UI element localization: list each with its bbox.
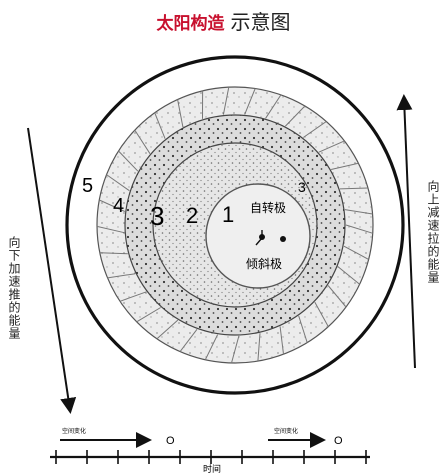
- layer-1-label: 1: [222, 202, 234, 227]
- title-main: 太阳构造: [156, 14, 225, 34]
- tilt-pole-label: 倾斜极: [246, 257, 282, 271]
- layer-4-label: 4: [113, 195, 124, 217]
- left-energy-label: 向下加速推的能量: [7, 236, 21, 340]
- timeline-label: 时间: [203, 463, 221, 474]
- layer-3-small-mark: 3: [298, 179, 306, 195]
- left-down-arrow: [27, 127, 77, 414]
- timeline-marker-right: O: [334, 435, 343, 447]
- diagram-title: 太阳构造示意图: [0, 6, 447, 35]
- tilt-pole-dot: [280, 236, 286, 242]
- layer-2-label: 2: [186, 203, 198, 228]
- right-energy-label: 向上减速拉的能量: [426, 180, 440, 284]
- timeline-arrow-left-label: 空间变化: [62, 427, 86, 435]
- timeline-ticks: [55, 450, 367, 464]
- right-up-arrow: [396, 94, 416, 369]
- title-suffix: 示意图: [230, 10, 291, 34]
- timeline-marker-left: O: [166, 435, 175, 447]
- layer-5-label: 5: [82, 175, 93, 197]
- layer-3-label: 3: [150, 201, 164, 231]
- timeline-arrow-right-label: 空间变化: [274, 427, 298, 435]
- pole-pointer: [255, 230, 263, 246]
- core: [205, 183, 311, 289]
- rotation-pole-label: 自转极: [250, 200, 286, 215]
